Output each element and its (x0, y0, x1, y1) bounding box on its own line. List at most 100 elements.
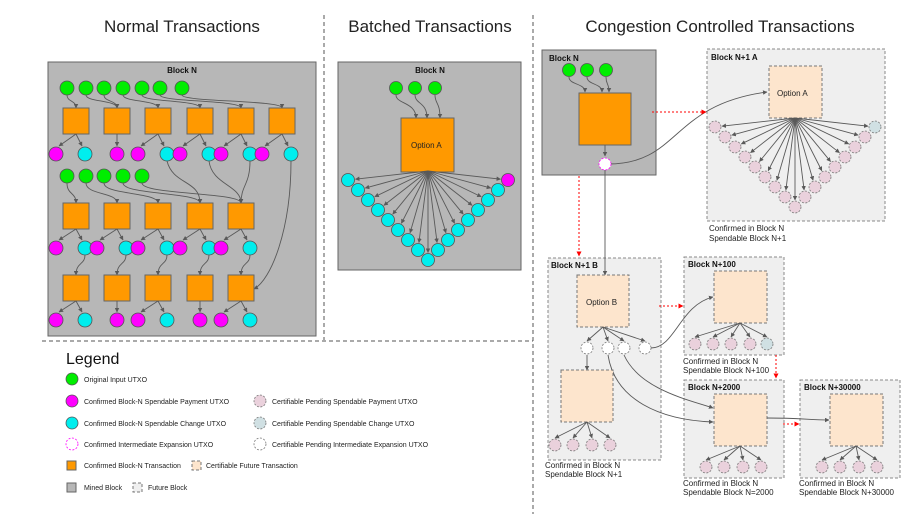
change-utxo (431, 243, 445, 257)
intermediate-edge (650, 295, 714, 349)
fan-edge (694, 322, 741, 338)
fan-edge (775, 117, 796, 181)
input-edge (605, 76, 612, 93)
future-edge (766, 417, 830, 423)
fan-edge (427, 170, 447, 234)
legend-label-pending-change-utxo: Certifiable Pending Spendable Change UTX… (272, 421, 415, 428)
pending-payment-utxo (738, 150, 752, 164)
fan-edge (794, 117, 840, 154)
output-edge (58, 228, 77, 241)
block-n2000-caption-1: Confirmed in Block N (683, 479, 758, 488)
output-edge (140, 300, 159, 313)
output-edge (58, 133, 77, 147)
block-n1a-caption-2: Spendable Block N+1 (709, 234, 787, 243)
fan-edge (602, 326, 609, 342)
output-edge (157, 300, 165, 313)
change-edge (208, 160, 244, 204)
legend-label-mined-block: Mined Block (84, 485, 123, 492)
future-transaction (560, 369, 614, 423)
change-utxo (159, 240, 175, 256)
fan-edge (739, 445, 762, 461)
confirmed-transaction (62, 107, 90, 135)
fan-edge (855, 445, 861, 461)
input-edge (586, 76, 605, 93)
block-n30000-caption-1: Confirmed in Block N (799, 479, 874, 488)
legend-title: Legend (66, 351, 119, 368)
pending-payment-utxo (815, 460, 829, 474)
fan-edge (730, 322, 741, 338)
output-edge (140, 133, 159, 147)
input-utxo (134, 80, 150, 96)
output-edge (223, 228, 242, 241)
pending-payment-utxo (818, 170, 832, 184)
change-utxo (451, 223, 465, 237)
legend-label-certifiable-future-transaction: Certifiable Future Transaction (206, 463, 298, 470)
output-edge (240, 228, 248, 241)
change-edge (155, 254, 168, 276)
block-n1a-label: Block N+1 A (711, 53, 758, 62)
fan-edge (723, 445, 741, 461)
payment-utxo (192, 312, 208, 328)
output-edge (75, 133, 83, 147)
pending-payment-utxo (724, 337, 738, 351)
output-edge (182, 228, 201, 241)
output-edge (199, 228, 207, 241)
legend-label-confirmed-payment-utxo: Confirmed Block-N Spendable Payment UTXO (84, 399, 230, 406)
pending-intermediate-utxo (638, 341, 652, 355)
confirmed-transaction (227, 107, 255, 135)
output-edge (157, 228, 165, 241)
change-edge (238, 254, 251, 276)
fan-edge (739, 322, 751, 338)
confirmed-transaction (578, 92, 632, 146)
payment-utxo (130, 146, 146, 162)
output-edge (140, 228, 159, 241)
confirmed-transaction (268, 107, 296, 135)
output-edge (281, 133, 289, 147)
fan-edge (364, 170, 429, 190)
output-edge (223, 133, 242, 147)
input-edge (85, 182, 120, 204)
block-n100-caption-1: Confirmed in Block N (683, 357, 758, 366)
pending-payment-utxo (548, 438, 562, 452)
pending-payment-utxo (566, 438, 580, 452)
confirmed-transaction (103, 107, 131, 135)
fan-edge (409, 170, 429, 234)
legend-label-future-block: Future Block (148, 485, 188, 492)
change-edge (238, 160, 251, 204)
fan-edge (427, 170, 482, 198)
fan-edge (705, 445, 741, 461)
block-n2000-label: Block N+2000 (688, 383, 741, 392)
pending-intermediate-utxo (617, 341, 631, 355)
input-utxo (408, 81, 422, 95)
n1a-tx-label: Option A (777, 89, 808, 98)
output-edge (264, 133, 283, 147)
change-utxo (159, 312, 175, 328)
pending-payment-utxo (858, 130, 872, 144)
legend-label-confirmed-change-utxo: Confirmed Block-N Spendable Change UTXO (84, 421, 227, 428)
fan-edge (427, 170, 501, 181)
pending-payment-utxo (743, 337, 757, 351)
input-utxo (115, 168, 131, 184)
change-utxo (242, 312, 258, 328)
legend-swatch-confirmed-tx (66, 460, 77, 471)
input-utxo (428, 81, 442, 95)
fan-edge (712, 322, 741, 338)
legend-swatch-future-block (132, 482, 143, 493)
payment-utxo (89, 240, 105, 256)
pending-payment-utxo (833, 460, 847, 474)
payment-utxo (172, 146, 188, 162)
fan-edge (794, 117, 831, 162)
output-edge (116, 228, 124, 241)
intermediate-edge (623, 354, 714, 409)
pending-payment-utxo (688, 337, 702, 351)
input-edge (122, 94, 161, 109)
pending-payment-utxo (706, 337, 720, 351)
fan-edge (740, 117, 796, 145)
fan-edge (427, 170, 456, 224)
n1b-tx-label: Option B (586, 298, 617, 307)
fan-edge (355, 170, 429, 181)
pending-payment-utxo (708, 120, 722, 134)
fan-edge (400, 170, 429, 224)
legend-swatch-future-tx (191, 460, 202, 471)
payment-utxo (213, 312, 229, 328)
